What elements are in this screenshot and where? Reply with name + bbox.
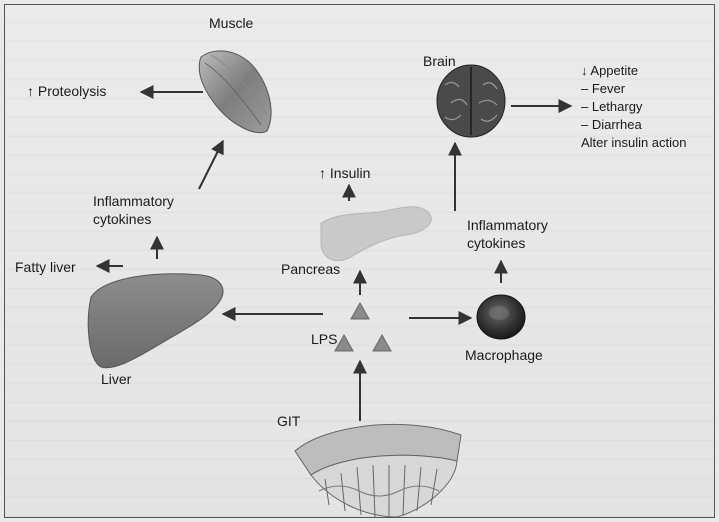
label-lps: LPS xyxy=(311,331,337,348)
diagram-frame: Muscle ↑ Proteolysis Brain ↓ Appetite – … xyxy=(4,4,715,518)
label-cytokines-right: cytokines xyxy=(467,235,525,252)
label-fatty-liver: Fatty liver xyxy=(15,259,76,276)
effect-appetite: ↓ Appetite xyxy=(581,63,638,79)
lps-triangle-left xyxy=(335,335,353,351)
pancreas-image xyxy=(321,207,431,261)
effect-diarrhea: – Diarrhea xyxy=(581,117,642,133)
macrophage-image xyxy=(477,295,525,339)
label-macrophage: Macrophage xyxy=(465,347,543,364)
effect-fever: – Fever xyxy=(581,81,625,97)
brain-image xyxy=(437,65,505,137)
label-insulin: ↑ Insulin xyxy=(319,165,370,182)
lps-triangles xyxy=(335,303,391,351)
muscle-image xyxy=(199,51,271,133)
label-pancreas: Pancreas xyxy=(281,261,340,278)
lps-triangle-top xyxy=(351,303,369,319)
label-proteolysis: ↑ Proteolysis xyxy=(27,83,106,100)
liver-image xyxy=(88,274,223,368)
effect-alter-insulin: Alter insulin action xyxy=(581,135,687,151)
git-image xyxy=(295,424,461,517)
label-muscle: Muscle xyxy=(209,15,253,32)
label-inflammatory-left: Inflammatory xyxy=(93,193,174,210)
label-cytokines-left: cytokines xyxy=(93,211,151,228)
effect-lethargy: – Lethargy xyxy=(581,99,642,115)
label-brain: Brain xyxy=(423,53,456,70)
lps-triangle-right xyxy=(373,335,391,351)
label-liver: Liver xyxy=(101,371,131,388)
label-git: GIT xyxy=(277,413,300,430)
arrow-cytokines-to-muscle xyxy=(199,141,223,189)
label-inflammatory-right: Inflammatory xyxy=(467,217,548,234)
